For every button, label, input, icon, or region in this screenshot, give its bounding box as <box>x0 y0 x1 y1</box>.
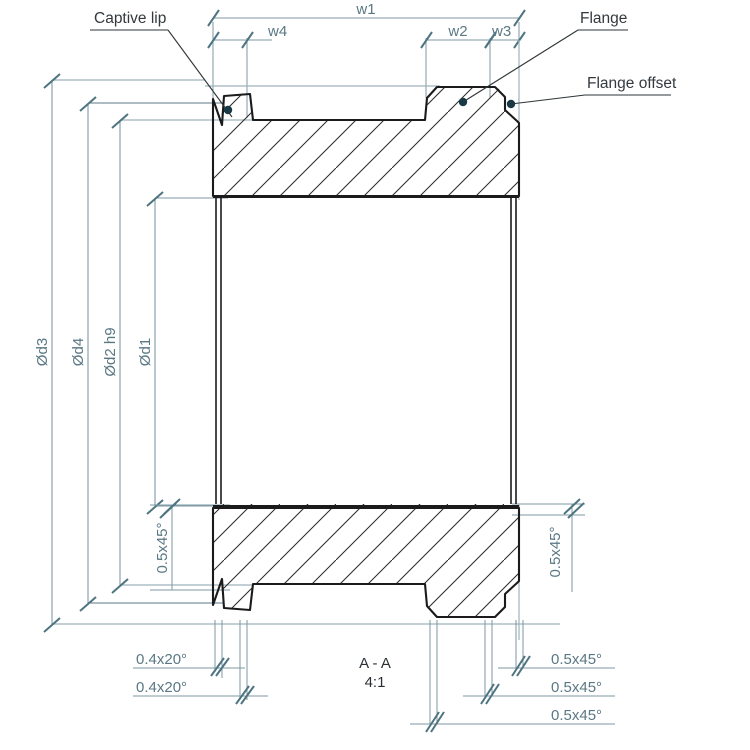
chamfer-bottom-right-2: 0.5x45° <box>463 620 615 705</box>
dim-label-d1: Ød1 <box>137 338 154 366</box>
dim-label-w2: w2 <box>447 23 467 40</box>
dimension-layer: w1 w4 w2 <box>34 1 615 733</box>
dim-w3: w3 <box>484 23 526 49</box>
dim-d1: Ød1 <box>137 191 228 515</box>
callout-flange-offset[interactable]: Flange offset <box>506 75 677 109</box>
flange-offset-leader <box>510 94 586 105</box>
chamfer-label-left-vertical: 0.5x45° <box>154 522 171 573</box>
part-outline-bottom <box>211 506 521 619</box>
callout-label-flange-offset: Flange offset <box>587 75 677 92</box>
chamfer-label-bottom-left-2: 0.4x20° <box>136 679 187 696</box>
part-cross-section-top <box>211 85 521 504</box>
callout-label-captive-lip: Captive lip <box>94 10 166 27</box>
chamfer-bottom-right-3: 0.5x45° <box>410 620 615 733</box>
dim-label-w1: w1 <box>355 1 375 18</box>
section-title-block: A - A 4:1 <box>359 655 391 691</box>
chamfer-right-vertical: 0.5x45° <box>512 498 585 592</box>
chamfer-bottom-right-1: 0.5x45° <box>498 620 615 677</box>
flange-offset-marker-dot <box>506 99 516 109</box>
callout-label-flange: Flange <box>580 10 627 27</box>
dim-label-d2h9: Ød2 h9 <box>102 327 119 376</box>
dim-label-w4: w4 <box>267 23 287 40</box>
dim-label-d3: Ød3 <box>34 338 51 366</box>
flange-leader <box>462 29 579 103</box>
chamfer-label-right-vertical: 0.5x45° <box>547 526 564 577</box>
chamfer-label-bottom-left-1: 0.4x20° <box>136 651 187 668</box>
dim-w1: w1 <box>207 1 526 118</box>
flange-marker-dot <box>458 97 468 107</box>
chamfer-label-bottom-right-1: 0.5x45° <box>551 651 602 668</box>
part-cross-section-bottom <box>211 504 521 619</box>
callout-layer: Captive lip Flange Flange offset <box>90 10 677 118</box>
dim-label-d4: Ød4 <box>70 338 87 366</box>
callout-flange[interactable]: Flange <box>458 10 628 107</box>
captive-lip-leader <box>167 29 233 118</box>
chamfer-label-bottom-right-2: 0.5x45° <box>551 679 602 696</box>
dim-d3: Ød3 <box>34 73 560 633</box>
dim-label-w3: w3 <box>491 23 511 40</box>
section-title: A - A <box>359 655 391 672</box>
chamfer-bottom-left-1: 0.4x20° <box>133 620 245 678</box>
chamfer-label-bottom-right-3: 0.5x45° <box>551 707 602 724</box>
chamfer-bottom-left-2: 0.4x20° <box>133 620 268 705</box>
captive-lip-marker-dot <box>223 105 233 115</box>
dim-d4: Ød4 <box>70 96 224 612</box>
section-scale: 4:1 <box>365 674 386 691</box>
callout-captive-lip[interactable]: Captive lip <box>90 10 233 118</box>
